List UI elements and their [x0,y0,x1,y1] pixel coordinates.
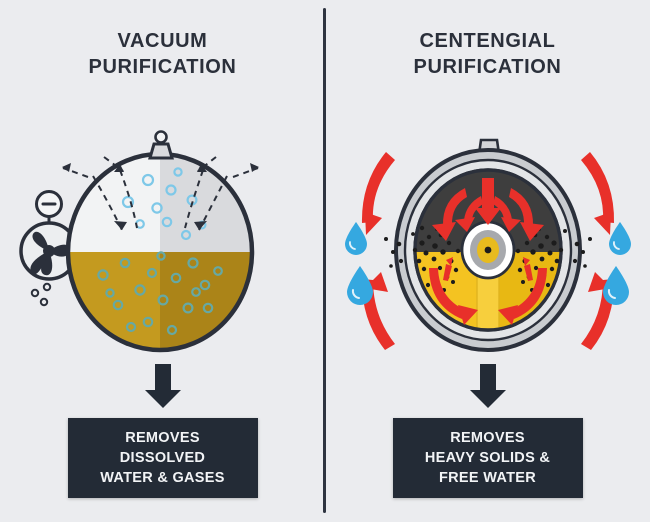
vacuum-result-arrow-icon [144,364,181,408]
gas-bubble [97,251,223,336]
centrifuge-hub [460,220,516,280]
centrifuge-diagram [345,138,631,352]
centengial-title-line-1: CENTENGIAL [419,30,556,52]
vacuum-chamber-diagram [19,130,259,353]
vacuum-result-box: REMOVES DISSOLVED WATER & GASES [67,418,258,498]
vacuum-result-line-3: WATER & GASES [100,470,225,486]
oil-reservoir [68,252,160,350]
panel-centengial: CENTENGIAL PURIFICATION [325,0,650,522]
centengial-result-line-3: FREE WATER [439,470,536,486]
vapor-flow-arrow-head [114,221,207,230]
centengial-result-box: REMOVES HEAVY SOLIDS & FREE WATER [392,418,583,498]
centengial-title-line-2: PURIFICATION [413,56,562,78]
gas-bubble [121,167,207,241]
vapor-exit-arrow-head [62,163,259,172]
free-water-droplet [345,222,631,305]
centengial-result-line-1: REMOVES [450,430,525,446]
centengial-result-line-2: HEAVY SOLIDS & [424,450,551,466]
vacuum-title: VACUUM PURIFICATION [0,28,325,80]
vacuum-result-line-1: REMOVES [125,430,200,446]
vacuum-vessel [65,130,255,353]
vacuum-title-line-2: PURIFICATION [88,56,237,78]
vacuum-result-line-2: DISSOLVED [119,450,206,466]
panel-vacuum: VACUUM PURIFICATION [0,28,325,498]
panel-divider [323,8,326,513]
centengial-result-arrow-icon [469,364,506,408]
centrifugal-flow-arrow [429,178,547,325]
vacuum-title-line-1: VACUUM [117,30,208,52]
centengial-title: CENTENGIAL PURIFICATION [325,28,650,80]
